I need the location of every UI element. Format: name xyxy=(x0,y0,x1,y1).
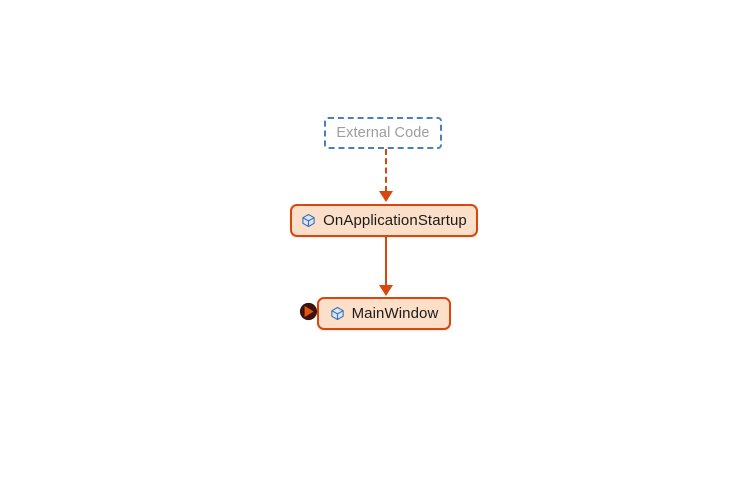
arrowhead-icon xyxy=(379,285,393,296)
node-main-window-label: MainWindow xyxy=(351,305,439,322)
arrowhead-icon xyxy=(379,191,393,202)
node-external-code-label: External Code xyxy=(336,125,430,141)
node-external-code[interactable]: External Code xyxy=(324,117,442,149)
cube-icon xyxy=(330,306,344,321)
edge-line-dashed xyxy=(385,149,387,192)
cube-icon xyxy=(302,213,315,228)
node-on-application-startup[interactable]: OnApplicationStartup xyxy=(290,204,478,237)
current-stack-frame-icon[interactable] xyxy=(299,302,318,321)
node-main-window[interactable]: MainWindow xyxy=(317,297,451,330)
node-on-application-startup-label: OnApplicationStartup xyxy=(323,212,467,229)
edge-line-solid xyxy=(385,237,387,286)
